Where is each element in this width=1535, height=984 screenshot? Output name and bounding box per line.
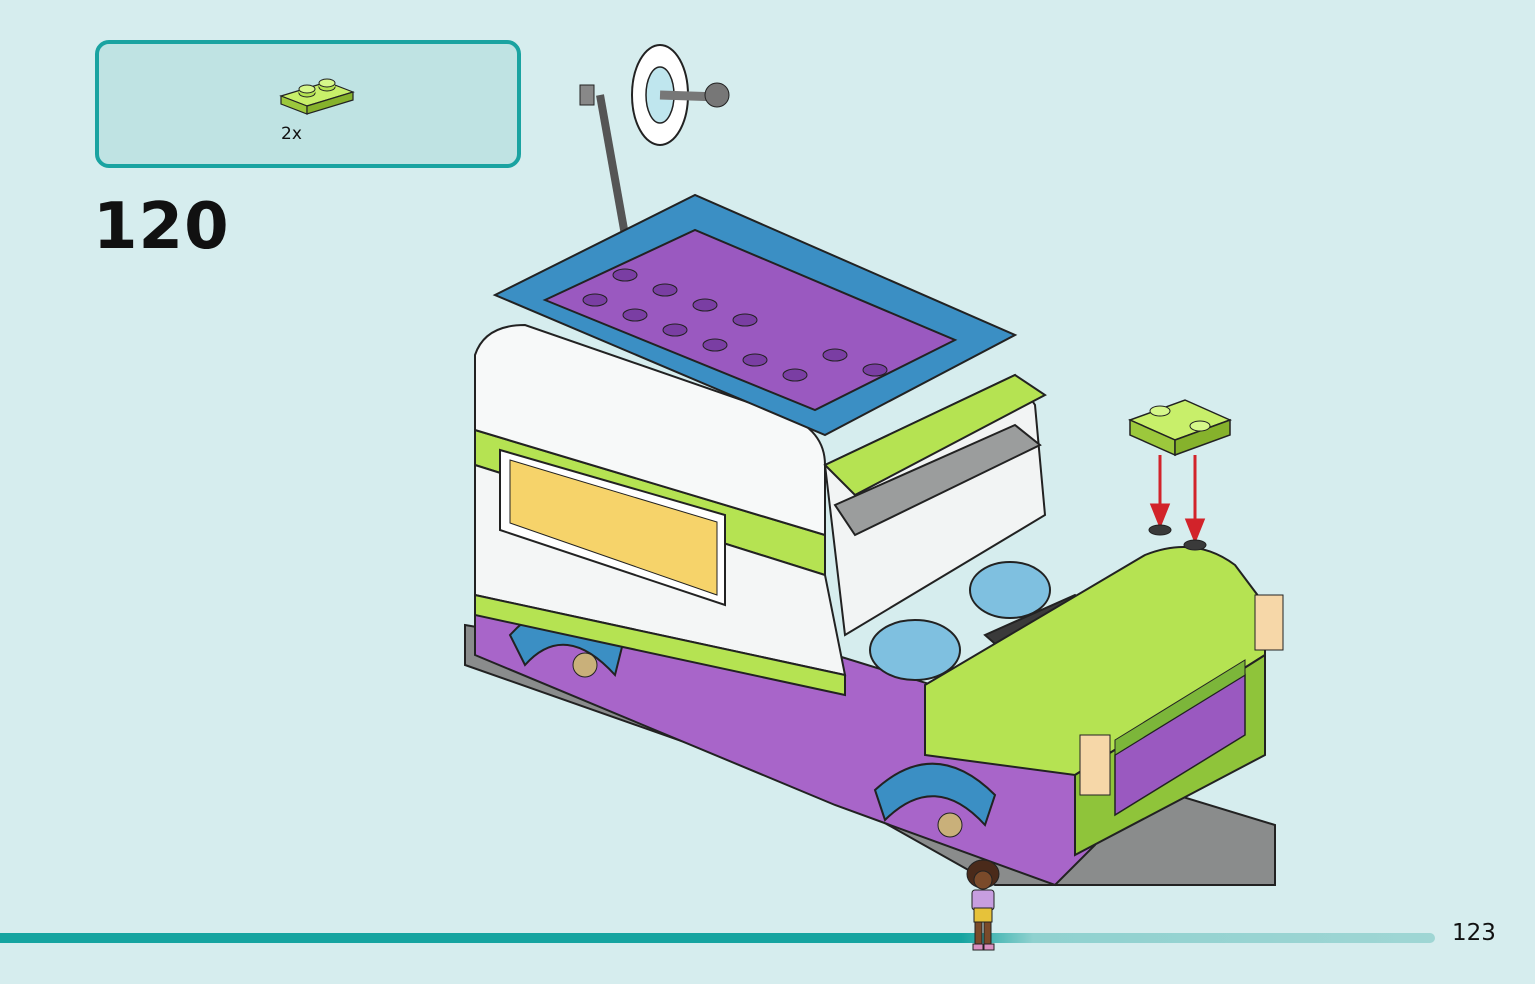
lime-plate-1x2-icon bbox=[279, 78, 355, 115]
news-van-model-illustration bbox=[464, 44, 1284, 887]
satellite-dish-icon bbox=[579, 44, 730, 236]
parts-callout: 2x bbox=[95, 40, 521, 168]
placement-arrow-icon bbox=[1149, 455, 1206, 545]
part-quantity: 2x bbox=[281, 124, 302, 144]
progress-bar bbox=[0, 933, 1435, 943]
minifigure-progress-marker-icon bbox=[966, 859, 1000, 951]
page-number: 123 bbox=[1452, 920, 1496, 946]
step-number: 120 bbox=[93, 190, 230, 264]
new-plate-icon bbox=[1127, 399, 1233, 457]
